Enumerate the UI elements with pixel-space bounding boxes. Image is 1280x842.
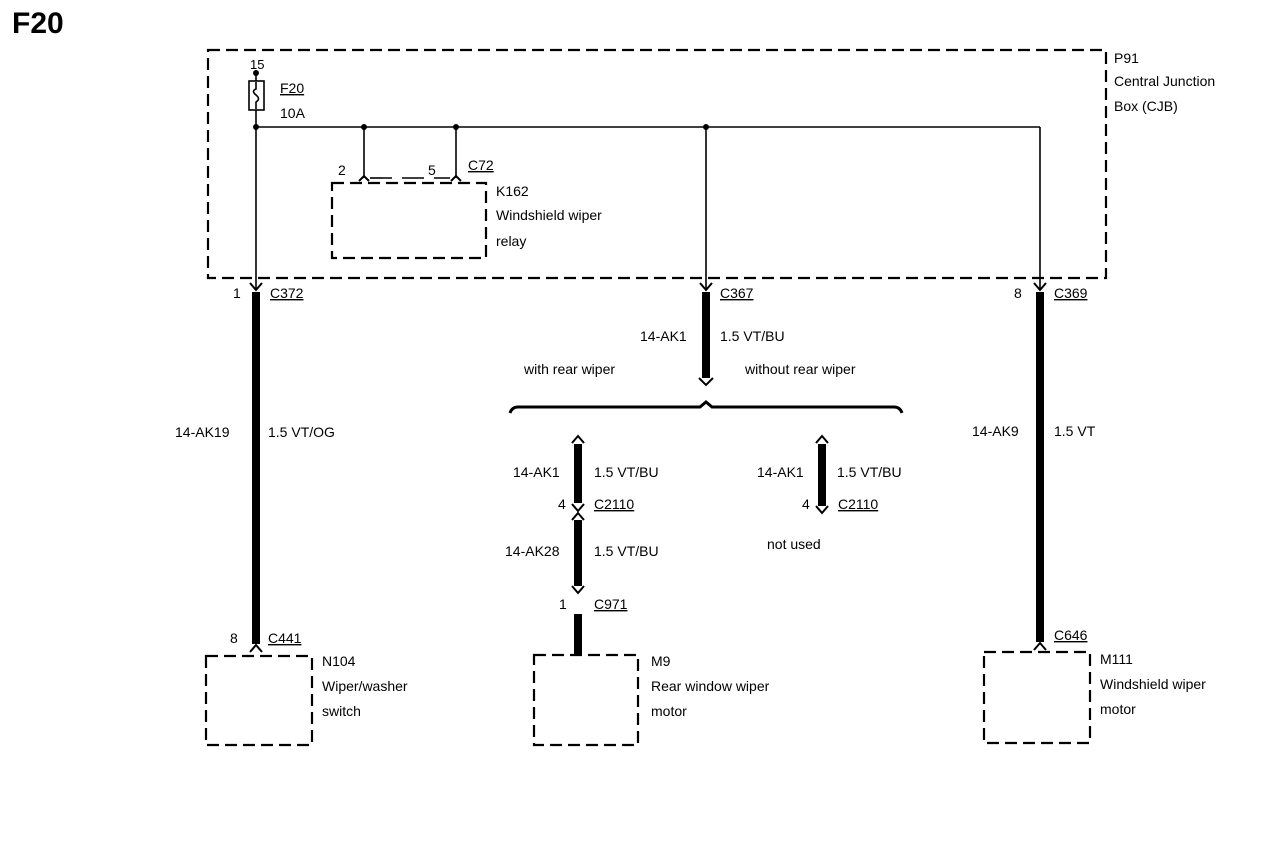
left-circuit-number: 14-AK19 bbox=[175, 424, 230, 440]
c2110-right-pin: 4 bbox=[802, 496, 810, 512]
c372-pin: 1 bbox=[233, 285, 241, 301]
m9-box bbox=[532, 653, 640, 747]
c441-pin: 8 bbox=[230, 630, 238, 646]
m111-id: M111 bbox=[1100, 651, 1133, 667]
cjb-label-line1: Central Junction bbox=[1114, 73, 1215, 89]
c367-label: C367 bbox=[720, 285, 754, 301]
middle-circuit-number: 14-AK1 bbox=[640, 328, 687, 344]
c971-connector-symbol bbox=[571, 585, 585, 595]
branch-right-wire-spec: 1.5 VT/BU bbox=[837, 464, 902, 480]
c646-connector-symbol bbox=[1033, 641, 1047, 651]
branch-left-top-symbol bbox=[571, 434, 585, 444]
branch-left-wire-b-spec: 1.5 VT/BU bbox=[594, 543, 659, 559]
right-circuit-number: 14-AK9 bbox=[972, 423, 1019, 439]
c372-connector-symbol bbox=[249, 282, 263, 292]
relay-box bbox=[330, 181, 488, 260]
cjb-label-line2: Box (CJB) bbox=[1114, 98, 1178, 114]
n104-box bbox=[204, 654, 314, 747]
middle-wire-spec: 1.5 VT/BU bbox=[720, 328, 785, 344]
n104-label-line1: Wiper/washer bbox=[322, 678, 408, 694]
relay-label-line2: relay bbox=[496, 233, 526, 249]
not-used-note: not used bbox=[767, 536, 821, 552]
m9-label-line2: motor bbox=[651, 703, 687, 719]
relay-id: K162 bbox=[496, 183, 529, 199]
relay-connector: C72 bbox=[468, 157, 494, 173]
c441-label: C441 bbox=[268, 630, 302, 646]
m111-box bbox=[982, 650, 1092, 745]
relay-label-line1: Windshield wiper bbox=[496, 207, 602, 223]
c971-label: C971 bbox=[594, 596, 628, 612]
c2110-left-symbol-top bbox=[571, 503, 585, 513]
c2110-right-symbol bbox=[815, 505, 829, 515]
c369-label: C369 bbox=[1054, 285, 1088, 301]
c2110-left-pin: 4 bbox=[558, 496, 566, 512]
cjb-id: P91 bbox=[1114, 50, 1139, 66]
branch-left-wire-a-spec: 1.5 VT/BU bbox=[594, 464, 659, 480]
c369-connector-symbol bbox=[1033, 282, 1047, 292]
middle-wire-end-symbol bbox=[698, 377, 714, 387]
c646-label: C646 bbox=[1054, 627, 1088, 643]
c367-connector-symbol bbox=[699, 282, 713, 292]
fuse-rating: 10A bbox=[280, 105, 306, 121]
c2110-right-label: C2110 bbox=[838, 496, 878, 512]
c372-label: C372 bbox=[270, 285, 304, 301]
relay-pin-a: 2 bbox=[338, 162, 346, 178]
n104-id: N104 bbox=[322, 653, 356, 669]
option-without-rear-wiper: without rear wiper bbox=[744, 361, 856, 377]
m111-label-line1: Windshield wiper bbox=[1100, 676, 1206, 692]
fuse-element bbox=[252, 82, 260, 109]
c2110-left-label: C2110 bbox=[594, 496, 634, 512]
option-bracket bbox=[508, 400, 904, 414]
relay-pin2-connector bbox=[358, 174, 370, 182]
page-title: F20 bbox=[12, 7, 64, 40]
c2110-left-symbol-bottom bbox=[571, 511, 585, 521]
right-wire-spec: 1.5 VT bbox=[1054, 423, 1096, 439]
fuse-name: F20 bbox=[280, 80, 304, 96]
m9-id: M9 bbox=[651, 653, 671, 669]
branch-left-circuit-a: 14-AK1 bbox=[513, 464, 560, 480]
m9-label-line1: Rear window wiper bbox=[651, 678, 770, 694]
branch-left-circuit-b: 14-AK28 bbox=[505, 543, 560, 559]
c441-connector-symbol bbox=[249, 643, 263, 653]
relay-pin-b: 5 bbox=[428, 162, 436, 178]
left-wire-spec: 1.5 VT/OG bbox=[268, 424, 335, 440]
n104-label-line2: switch bbox=[322, 703, 361, 719]
m111-label-line2: motor bbox=[1100, 701, 1136, 717]
branch-right-circuit: 14-AK1 bbox=[757, 464, 804, 480]
branch-right-top-symbol bbox=[815, 434, 829, 444]
option-with-rear-wiper: with rear wiper bbox=[523, 361, 615, 377]
cjb-box bbox=[206, 48, 1108, 280]
c369-pin: 8 bbox=[1014, 285, 1022, 301]
fuse-pin: 15 bbox=[250, 57, 264, 72]
c971-pin: 1 bbox=[559, 596, 567, 612]
relay-pin5-connector bbox=[450, 174, 462, 182]
